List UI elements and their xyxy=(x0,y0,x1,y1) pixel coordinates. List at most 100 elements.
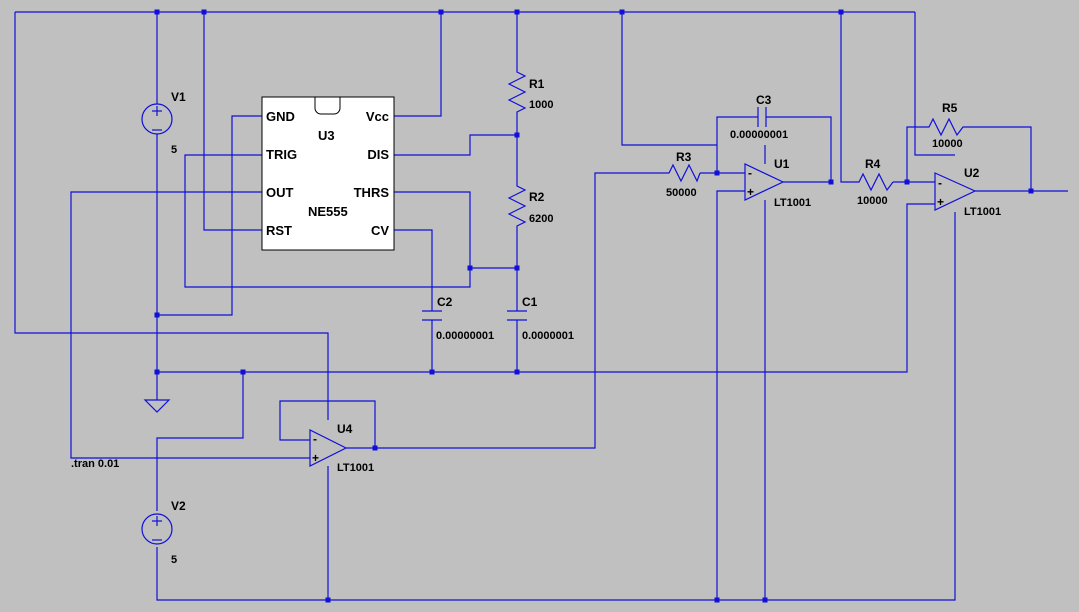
opamp-u1[interactable]: - + U1 LT1001 xyxy=(744,157,811,209)
pin-label-trig: TRIG xyxy=(266,147,297,162)
pin-label-gnd: GND xyxy=(266,109,295,124)
capacitor-c2[interactable]: C2 0.00000001 xyxy=(422,295,494,342)
r2-value: 6200 xyxy=(529,213,553,225)
wire xyxy=(968,126,1032,191)
junction-dot xyxy=(838,9,844,15)
u4-plus-sign: + xyxy=(312,451,319,465)
wire xyxy=(840,12,856,183)
ne555-timer-u3[interactable]: GND TRIG OUT RST Vcc DIS THRS CV U3 NE55… xyxy=(261,96,395,251)
v1-name: V1 xyxy=(171,90,186,104)
wire xyxy=(346,172,666,449)
r3-name: R3 xyxy=(676,150,692,164)
pin-label-rst: RST xyxy=(266,223,292,238)
wire xyxy=(766,116,832,183)
c2-value: 0.00000001 xyxy=(436,330,494,342)
opamp-u2[interactable]: - + U2 LT1001 xyxy=(934,166,1001,218)
junction-dot xyxy=(240,369,246,375)
junction-dot xyxy=(514,369,520,375)
junction-dot xyxy=(438,9,444,15)
v1-value: 5 xyxy=(171,144,177,156)
c1-name: C1 xyxy=(522,295,538,309)
wire xyxy=(184,154,471,288)
junction-dot xyxy=(429,369,435,375)
junction-dot xyxy=(467,265,473,271)
junction-dot xyxy=(514,265,520,271)
wire xyxy=(716,116,758,173)
resistor-r1[interactable]: R1 1000 xyxy=(507,68,553,116)
r4-value: 10000 xyxy=(857,195,888,207)
junction-dot xyxy=(514,132,520,138)
pin-label-dis: DIS xyxy=(367,147,389,162)
u1-part: LT1001 xyxy=(774,197,811,209)
c3-value: 0.00000001 xyxy=(730,129,788,141)
pin-label-cv: CV xyxy=(371,223,389,238)
wire xyxy=(394,191,517,269)
r1-value: 1000 xyxy=(529,99,553,111)
resistor-r2[interactable]: R2 6200 xyxy=(507,182,553,230)
wire xyxy=(156,372,244,511)
c2-name: C2 xyxy=(437,295,453,309)
ground-symbol xyxy=(143,399,171,413)
u1-minus-sign: - xyxy=(748,166,752,180)
v2-value: 5 xyxy=(171,554,177,566)
capacitor-c1[interactable]: C1 0.0000001 xyxy=(507,295,574,342)
u2-part: LT1001 xyxy=(964,206,1001,218)
wire xyxy=(716,190,745,600)
resistor-r4[interactable]: R4 10000 xyxy=(856,157,894,207)
wire xyxy=(157,115,262,316)
voltage-source-v2[interactable]: V2 5 xyxy=(141,499,186,566)
r1-name: R1 xyxy=(529,77,545,91)
u4-minus-sign: - xyxy=(313,432,317,446)
junction-dot xyxy=(514,9,520,15)
pin-label-thrs: THRS xyxy=(354,185,390,200)
junction-dot xyxy=(325,597,331,603)
junction-dot xyxy=(904,179,910,185)
junction-dot xyxy=(714,170,720,176)
wire xyxy=(70,191,310,459)
u2-plus-sign: + xyxy=(937,195,944,209)
wires xyxy=(14,11,1068,601)
wire xyxy=(394,134,517,156)
r2-name: R2 xyxy=(529,190,545,204)
opamp-u4[interactable]: - + U4 LT1001 xyxy=(309,422,374,474)
wire xyxy=(203,12,262,231)
r5-name: R5 xyxy=(942,101,958,115)
junction-dot xyxy=(154,369,160,375)
junction-dot xyxy=(372,445,378,451)
junction-dot xyxy=(154,312,160,318)
pin-label-vcc: Vcc xyxy=(366,109,389,124)
wire xyxy=(621,12,717,146)
junction-dot xyxy=(762,597,768,603)
spice-directive[interactable]: .tran 0.01 xyxy=(71,458,119,470)
wire xyxy=(156,212,956,601)
c3-name: C3 xyxy=(756,93,772,107)
u2-minus-sign: - xyxy=(938,176,942,190)
c1-value: 0.0000001 xyxy=(522,330,574,342)
u4-part: LT1001 xyxy=(337,462,374,474)
junction-dot xyxy=(1028,188,1034,194)
wire xyxy=(914,12,955,156)
junction-dot xyxy=(201,9,207,15)
wire xyxy=(157,203,935,373)
u4-name: U4 xyxy=(337,422,353,436)
v2-name: V2 xyxy=(171,499,186,513)
junction-dot xyxy=(714,597,720,603)
junction-dot xyxy=(619,9,625,15)
r4-name: R4 xyxy=(865,157,881,171)
u2-name: U2 xyxy=(964,166,980,180)
r3-value: 50000 xyxy=(666,187,697,199)
resistor-r5[interactable]: R5 10000 xyxy=(925,101,968,150)
u1-plus-sign: + xyxy=(747,185,754,199)
capacitor-c3[interactable]: C3 0.00000001 xyxy=(730,93,788,141)
junctions xyxy=(154,9,1034,603)
wire xyxy=(279,400,376,448)
junction-dot xyxy=(828,179,834,185)
resistor-r3[interactable]: R3 50000 xyxy=(666,150,701,199)
wire xyxy=(14,12,329,420)
u1-name: U1 xyxy=(774,157,790,171)
wire xyxy=(906,126,925,182)
r5-value: 10000 xyxy=(932,138,963,150)
u3-name: U3 xyxy=(318,128,335,143)
voltage-source-v1[interactable]: V1 5 xyxy=(141,90,186,156)
